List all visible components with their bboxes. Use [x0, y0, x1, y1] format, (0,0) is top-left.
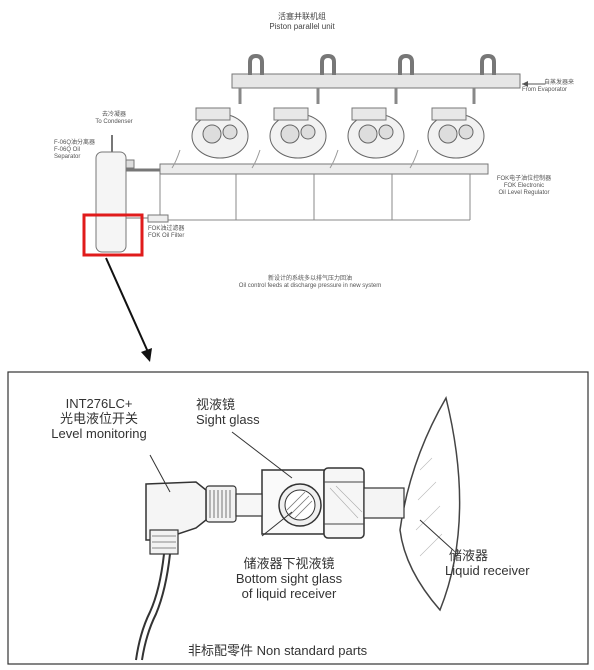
receiver-hatch [415, 457, 443, 557]
from-evaporator-label: 自蒸发器来 From Evaporator [522, 80, 574, 94]
caption-cn: 新设计的系统多以排气压力回油 [267, 276, 352, 282]
oil-lines [171, 149, 419, 169]
sensor-nut [205, 485, 237, 523]
to-condenser-cn: 去冷凝器 [101, 112, 126, 118]
header-loops [248, 53, 496, 75]
suction-header [231, 73, 521, 89]
liquid-receiver [399, 396, 461, 612]
sight-glass-cn: 视液镜 [196, 397, 236, 412]
sensor-cn: 光电液位开关 [59, 411, 138, 426]
overview-caption: 新设计的系统多以排气压力回油 Oil control feeds at disc… [190, 276, 430, 290]
sight-glass-label: 视液镜 Sight glass [196, 397, 260, 427]
sensor-label: INT276LC+ 光电液位开关 Level monitoring [26, 396, 172, 441]
zoom-arrow [105, 257, 149, 353]
discharge-header [159, 163, 489, 175]
overview-title-en: Piston parallel unit [269, 22, 335, 31]
suction-drops [238, 88, 476, 104]
compressor-4 [427, 107, 485, 159]
bottom-glass-cn: 储液器下视液镜 [243, 556, 335, 571]
bottom-sight-glass-label: 储液器下视液镜 Bottom sight glass of liquid rec… [214, 556, 364, 601]
bottom-glass-en2: of liquid receiver [241, 586, 337, 601]
oil-separator-cn: F-06Q油分离器 [54, 140, 96, 146]
compressor-3 [347, 107, 405, 159]
oil-separator-en1: F-06Q Oil [54, 147, 81, 153]
to-condenser-label: 去冷凝器 To Condenser [86, 112, 142, 126]
level-sensor [145, 481, 207, 541]
highlight-box [82, 213, 144, 257]
receiver-en: Liquid receiver [445, 563, 530, 578]
nonstandard-label: 非标配零件 Non standard parts [188, 643, 368, 658]
overview-title-cn: 活塞并联机组 [278, 12, 326, 21]
compressor-2 [269, 107, 327, 159]
leader-lines [149, 431, 454, 551]
overview-title: 活塞并联机组 Piston parallel unit [262, 12, 342, 32]
oil-separator [95, 151, 127, 253]
oil-separator-en2: Separator [54, 154, 81, 160]
oil-filter-en: FOK Oil Filter [148, 233, 185, 239]
oil-filter [147, 214, 169, 223]
sight-glass-en: Sight glass [196, 412, 260, 427]
oil-filter-label: FOK油过滤器 FOK Oil Filter [148, 226, 184, 240]
bottom-glass-en1: Bottom sight glass [235, 571, 343, 586]
sensor-model: INT276LC+ [65, 396, 133, 411]
receiver-label: 储液器 Liquid receiver [445, 548, 530, 578]
frame-legs [148, 174, 471, 221]
sensor-en: Level monitoring [51, 426, 147, 441]
from-evaporator-cn: 自蒸发器来 [544, 80, 575, 86]
receiver-cn: 储液器 [449, 548, 489, 563]
regulator-cn: FOK电子油位控制器 [496, 176, 552, 182]
regulator-en1: FOK Electronic [503, 183, 545, 189]
connecting-stub [363, 487, 405, 519]
oil-separator-label: F-06Q油分离器 F-06Q Oil Separator [54, 140, 95, 161]
regulator-label: FOK电子油位控制器 FOK Electronic Oil Level Regu… [484, 176, 564, 197]
oil-filter-cn: FOK油过滤器 [148, 226, 185, 232]
to-condenser-en: To Condenser [95, 119, 133, 125]
sensor-cable [135, 553, 165, 661]
regulator-en2: Oil Level Regulator [498, 190, 550, 196]
caption-en: Oil control feeds at discharge pressure … [238, 283, 382, 289]
compressor-1 [191, 107, 249, 159]
from-evaporator-en: From Evaporator [522, 87, 568, 93]
